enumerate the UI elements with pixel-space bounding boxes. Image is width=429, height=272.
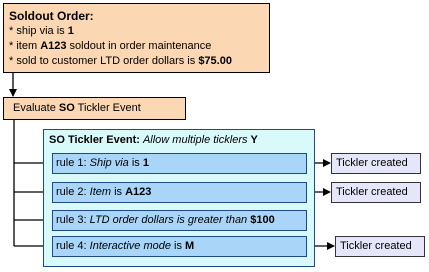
rule-3: rule 3: LTD order dollars is greater tha… <box>52 210 307 231</box>
order-line-dollars: * sold to customer LTD order dollars is … <box>9 55 232 67</box>
order-line-ship-via: * ship via is 1 <box>9 25 74 37</box>
rule-2: rule 2: Item is A123 <box>52 182 307 203</box>
order-title: Soldout Order: <box>9 9 94 23</box>
tickler-created-rule-1: Tickler created <box>331 153 421 174</box>
evaluate-event-box: Evaluate SO Tickler Event <box>3 97 186 120</box>
tickler-created-rule-4: Tickler created <box>335 236 425 257</box>
order-line-item: * item A123 soldout in order maintenance <box>9 40 212 52</box>
tickler-created-rule-2: Tickler created <box>331 182 421 203</box>
rule-1: rule 1: Ship via is 1 <box>52 153 307 174</box>
rule-4: rule 4: Interactive mode is M <box>52 236 307 257</box>
soldout-order-box: Soldout Order: * ship via is 1 * item A1… <box>3 3 270 73</box>
tickler-event-title: SO Tickler Event: Allow multiple tickler… <box>49 134 258 146</box>
